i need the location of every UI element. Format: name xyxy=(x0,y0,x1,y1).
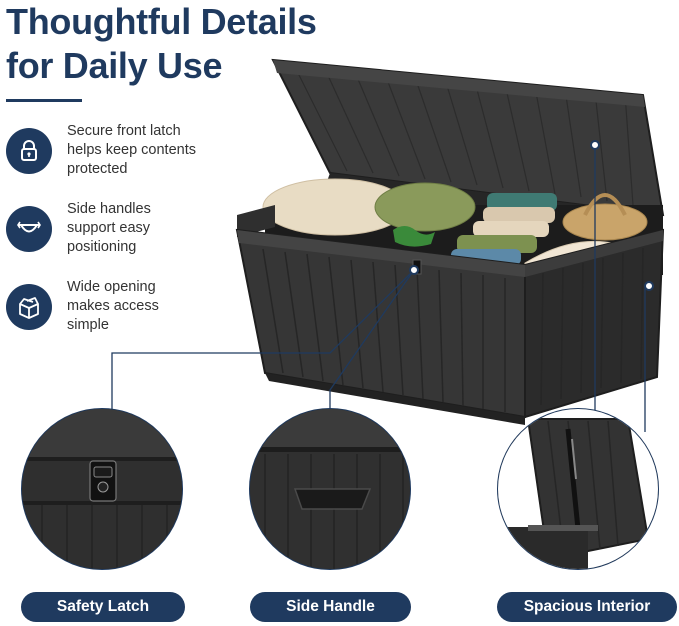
safety-latch-label: Safety Latch xyxy=(21,592,185,622)
feature-latch: Secure front latch helps keep contents p… xyxy=(6,122,227,179)
spacious-interior-closeup xyxy=(497,408,659,570)
side-handle-closeup xyxy=(249,408,411,570)
feature-opening: Wide opening makes access simple xyxy=(6,278,227,335)
safety-latch-closeup xyxy=(21,408,183,570)
feature-opening-text: Wide opening makes access simple xyxy=(67,278,227,335)
title-underline xyxy=(6,99,82,102)
feature-text-line: Wide opening xyxy=(67,279,156,295)
feature-text-line: Side handles xyxy=(67,201,151,217)
title-line-1: Thoughtful Details xyxy=(6,1,317,42)
feature-text-line: positioning xyxy=(67,239,137,255)
lock-icon xyxy=(6,127,52,174)
deck-box-lid xyxy=(271,58,665,217)
feature-text-line: simple xyxy=(67,317,109,333)
feature-text-line: Secure front latch xyxy=(67,123,181,139)
open-box-icon xyxy=(6,283,52,330)
feature-handles-text: Side handles support easy positioning xyxy=(67,200,227,257)
feature-handles: Side handles support easy positioning xyxy=(6,200,227,257)
page-title: Thoughtful Details for Daily Use xyxy=(6,0,317,88)
feature-text-line: protected xyxy=(67,161,128,177)
handle-icon xyxy=(6,205,52,252)
feature-text-line: support easy xyxy=(67,220,151,236)
feature-text-line: makes access xyxy=(67,298,159,314)
deck-box-image xyxy=(235,58,665,425)
spacious-interior-label: Spacious Interior xyxy=(497,592,677,622)
feature-text-line: helps keep contents xyxy=(67,142,196,158)
side-handle-label: Side Handle xyxy=(250,592,411,622)
title-line-2: for Daily Use xyxy=(6,45,223,86)
feature-latch-text: Secure front latch helps keep contents p… xyxy=(67,122,227,179)
